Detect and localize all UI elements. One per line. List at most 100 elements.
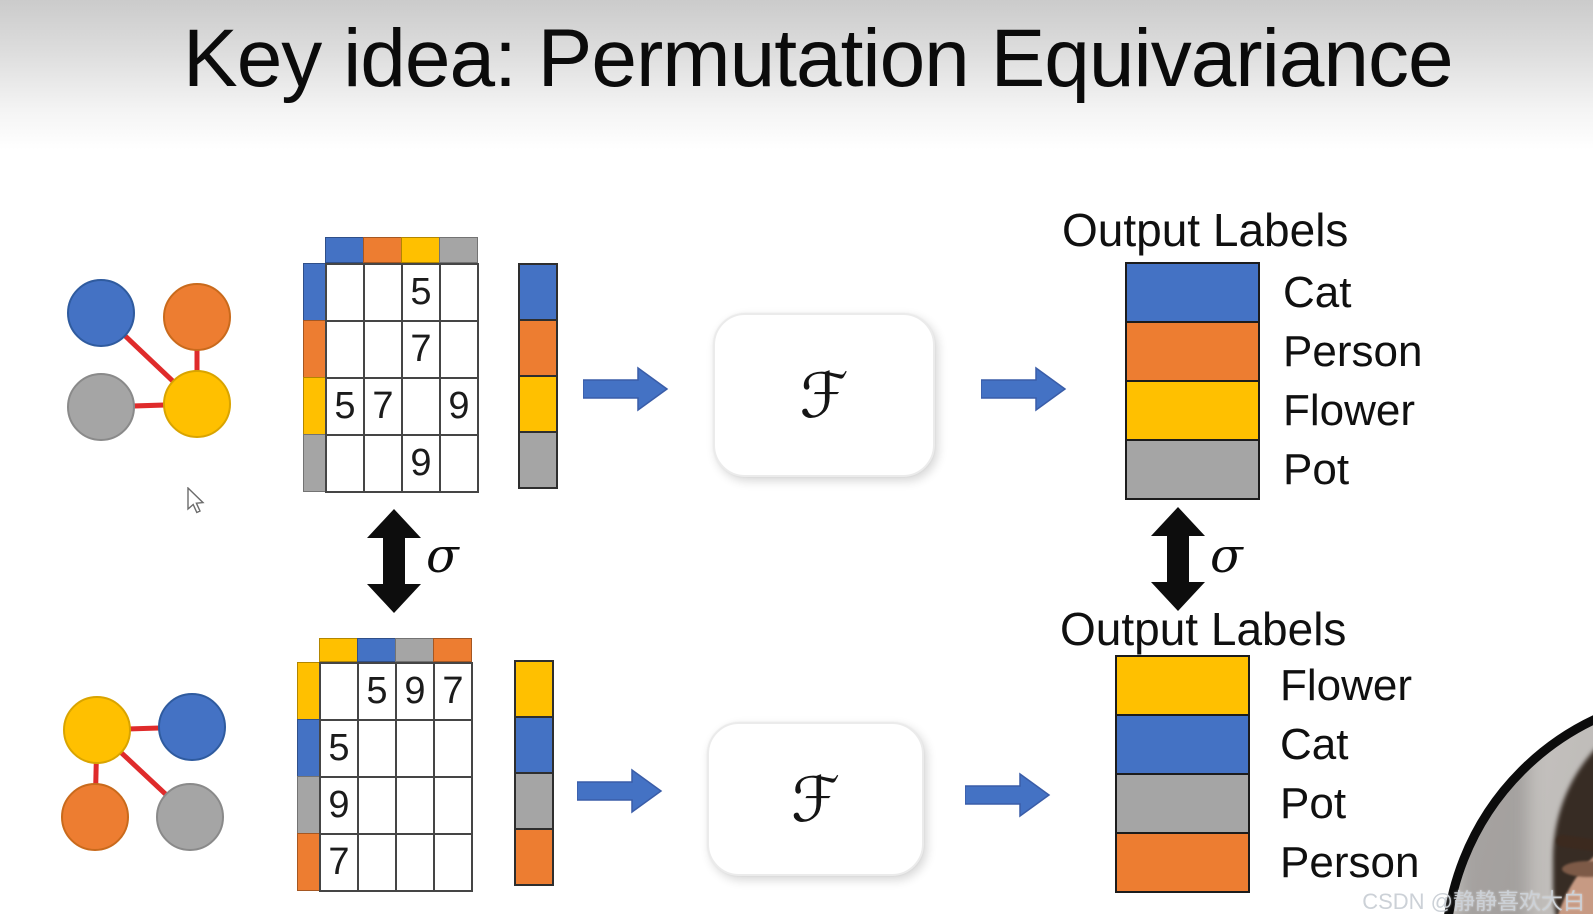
vector-cell-gray	[514, 772, 554, 830]
webcam-eye	[1562, 861, 1593, 877]
arrow-shape	[582, 366, 669, 412]
output-bar-gray	[1125, 439, 1260, 500]
matrix-cell: 5	[325, 377, 365, 436]
matrix-cell	[439, 263, 479, 322]
vector-cell-orange	[514, 828, 554, 886]
vector-cell-blue	[514, 716, 554, 774]
webcam-background	[1458, 729, 1528, 914]
matrix-cell: 9	[401, 434, 441, 493]
output-bar-orange	[1115, 832, 1250, 893]
matrix-cell: 9	[319, 776, 359, 835]
matrix-cell	[357, 833, 397, 892]
watermark: CSDN @静静喜欢大白	[1362, 889, 1585, 914]
mouse-cursor-icon	[187, 487, 205, 514]
vector-cell-gray	[518, 431, 558, 489]
matrix-cell	[401, 377, 441, 436]
matrix-cell	[439, 434, 479, 493]
vector-cell-yellow	[514, 660, 554, 718]
graph-node-orange	[61, 783, 129, 851]
output-bar-yellow	[1115, 655, 1250, 716]
double-arrow-shape	[367, 509, 421, 613]
matrix-cell	[433, 776, 473, 835]
vector-cell-orange	[518, 319, 558, 377]
matrix-row-header-blue	[303, 263, 327, 321]
double-arrow-shape	[1151, 507, 1205, 611]
feature-vector-permuted	[514, 660, 554, 892]
output-bar-orange	[1125, 321, 1260, 382]
graph-node-blue	[158, 693, 226, 761]
feature-vector-original	[518, 263, 558, 495]
arrow-right-glyph	[582, 366, 669, 412]
output-label: Pot	[1280, 778, 1347, 828]
matrix-row-header-yellow	[303, 377, 327, 435]
graph-canvas	[67, 279, 231, 441]
matrix-cell: 7	[363, 377, 403, 436]
matrix-cell	[325, 320, 365, 379]
matrix-cell	[319, 662, 359, 721]
arrow-shape	[980, 366, 1067, 412]
output-label: Flower	[1283, 385, 1416, 435]
permutation-arrow-icon	[1150, 506, 1206, 612]
graph-node-yellow	[163, 370, 231, 438]
graph-node-gray	[156, 783, 224, 851]
matrix-cell: 7	[319, 833, 359, 892]
matrix-cell	[395, 776, 435, 835]
matrix-cell	[395, 719, 435, 778]
matrix-cell	[363, 263, 403, 322]
matrix-col-header-yellow	[401, 237, 440, 263]
output-label: Cat	[1280, 719, 1349, 769]
output-bar-blue	[1115, 714, 1250, 775]
input-graph-permuted	[30, 662, 260, 872]
matrix-cell	[363, 434, 403, 493]
matrix-col-header-blue	[325, 237, 364, 263]
output-label: Flower	[1280, 660, 1413, 710]
output-label: Person	[1280, 837, 1420, 887]
matrix-cell: 9	[395, 662, 435, 721]
double-arrow-glyph	[1151, 507, 1205, 611]
function-f-symbol: ℱ	[791, 762, 840, 836]
output-label: Pot	[1283, 444, 1350, 494]
matrix-cell: 7	[433, 662, 473, 721]
matrix-cell: 5	[401, 263, 441, 322]
function-f-symbol: ℱ	[799, 358, 849, 432]
graph-canvas	[61, 693, 226, 851]
matrix-cell	[395, 833, 435, 892]
matrix-cell	[433, 833, 473, 892]
arrow-right-glyph	[980, 366, 1067, 412]
arrow-shape	[576, 768, 663, 814]
matrix-cell	[433, 719, 473, 778]
flow-arrow-icon	[576, 768, 663, 814]
matrix-cell: 7	[401, 320, 441, 379]
output-label: Person	[1283, 326, 1423, 376]
matrix-col-header-gray	[439, 237, 478, 263]
graph-node-gray	[67, 373, 135, 441]
output-bar-yellow	[1125, 380, 1260, 441]
sigma-symbol: σ	[426, 528, 459, 584]
matrix-row-header-blue	[297, 719, 321, 777]
matrix-row-header-yellow	[297, 662, 321, 720]
sigma-symbol: σ	[1210, 528, 1243, 584]
input-graph-original	[40, 252, 270, 462]
output-label: Cat	[1283, 267, 1352, 317]
matrix-row-header-gray	[297, 776, 321, 834]
output-labels-title-permuted: Output Labels	[1060, 603, 1347, 655]
matrix-row-header-orange	[303, 320, 327, 378]
matrix-col-header-yellow	[319, 638, 358, 662]
matrix-col-header-blue	[357, 638, 396, 662]
permutation-arrow-icon	[366, 508, 422, 613]
arrow-shape	[964, 772, 1051, 818]
arrow-right-glyph	[576, 768, 663, 814]
matrix-cell: 5	[357, 662, 397, 721]
vector-cell-yellow	[518, 375, 558, 433]
slide-title: Key idea: Permutation Equivariance	[183, 13, 1454, 104]
matrix-cell	[439, 320, 479, 379]
vector-cell-blue	[518, 263, 558, 321]
arrow-right-glyph	[964, 772, 1051, 818]
graph-node-yellow	[63, 696, 131, 764]
function-box-permuted: ℱ	[707, 722, 924, 876]
